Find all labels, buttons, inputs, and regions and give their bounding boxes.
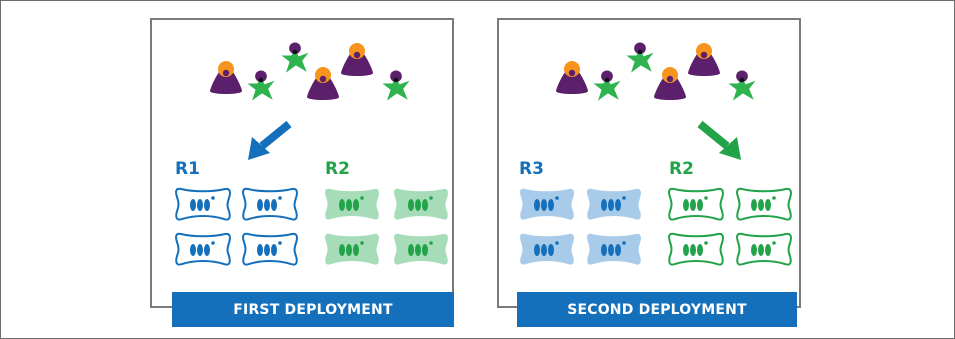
pod [587, 233, 641, 265]
pod [394, 188, 448, 220]
pod [175, 232, 231, 266]
user-group-2 [556, 42, 756, 101]
pod [668, 232, 724, 266]
pod-group-r2-first [325, 188, 448, 265]
pod [175, 187, 231, 221]
pod [394, 233, 448, 265]
pod [520, 188, 574, 220]
user-figure-triangle [654, 67, 686, 100]
pod-group-r2-second [668, 187, 792, 266]
user-figure-star [728, 70, 756, 101]
user-figure-triangle [556, 61, 588, 94]
user-figure-star [247, 70, 275, 101]
replica-label-r2: R2 [669, 159, 694, 179]
user-figure-triangle [688, 43, 720, 76]
arrow-down-right [697, 120, 741, 160]
pod [325, 188, 379, 220]
user-group-1 [210, 42, 410, 101]
pod [520, 233, 574, 265]
first-deployment-banner: FIRST DEPLOYMENT [172, 292, 454, 327]
pod [668, 187, 724, 221]
pod [325, 233, 379, 265]
user-figure-triangle [341, 43, 373, 76]
replica-label-r3: R3 [519, 159, 544, 179]
pod [242, 187, 298, 221]
user-figure-triangle [307, 67, 339, 100]
user-figure-star [281, 42, 309, 73]
replica-label-r1: R1 [175, 159, 200, 179]
user-figure-triangle [210, 61, 242, 94]
pod [736, 232, 792, 266]
replica-label-r2: R2 [325, 159, 350, 179]
pod [242, 232, 298, 266]
user-figure-star [626, 42, 654, 73]
second-deployment-banner: SECOND DEPLOYMENT [517, 292, 797, 327]
pod [587, 188, 641, 220]
pod [736, 187, 792, 221]
pod-group-r3 [520, 188, 641, 265]
user-figure-star [593, 70, 621, 101]
arrow-down-left [248, 120, 292, 160]
pod-group-r1 [175, 187, 298, 266]
user-figure-star [382, 70, 410, 101]
